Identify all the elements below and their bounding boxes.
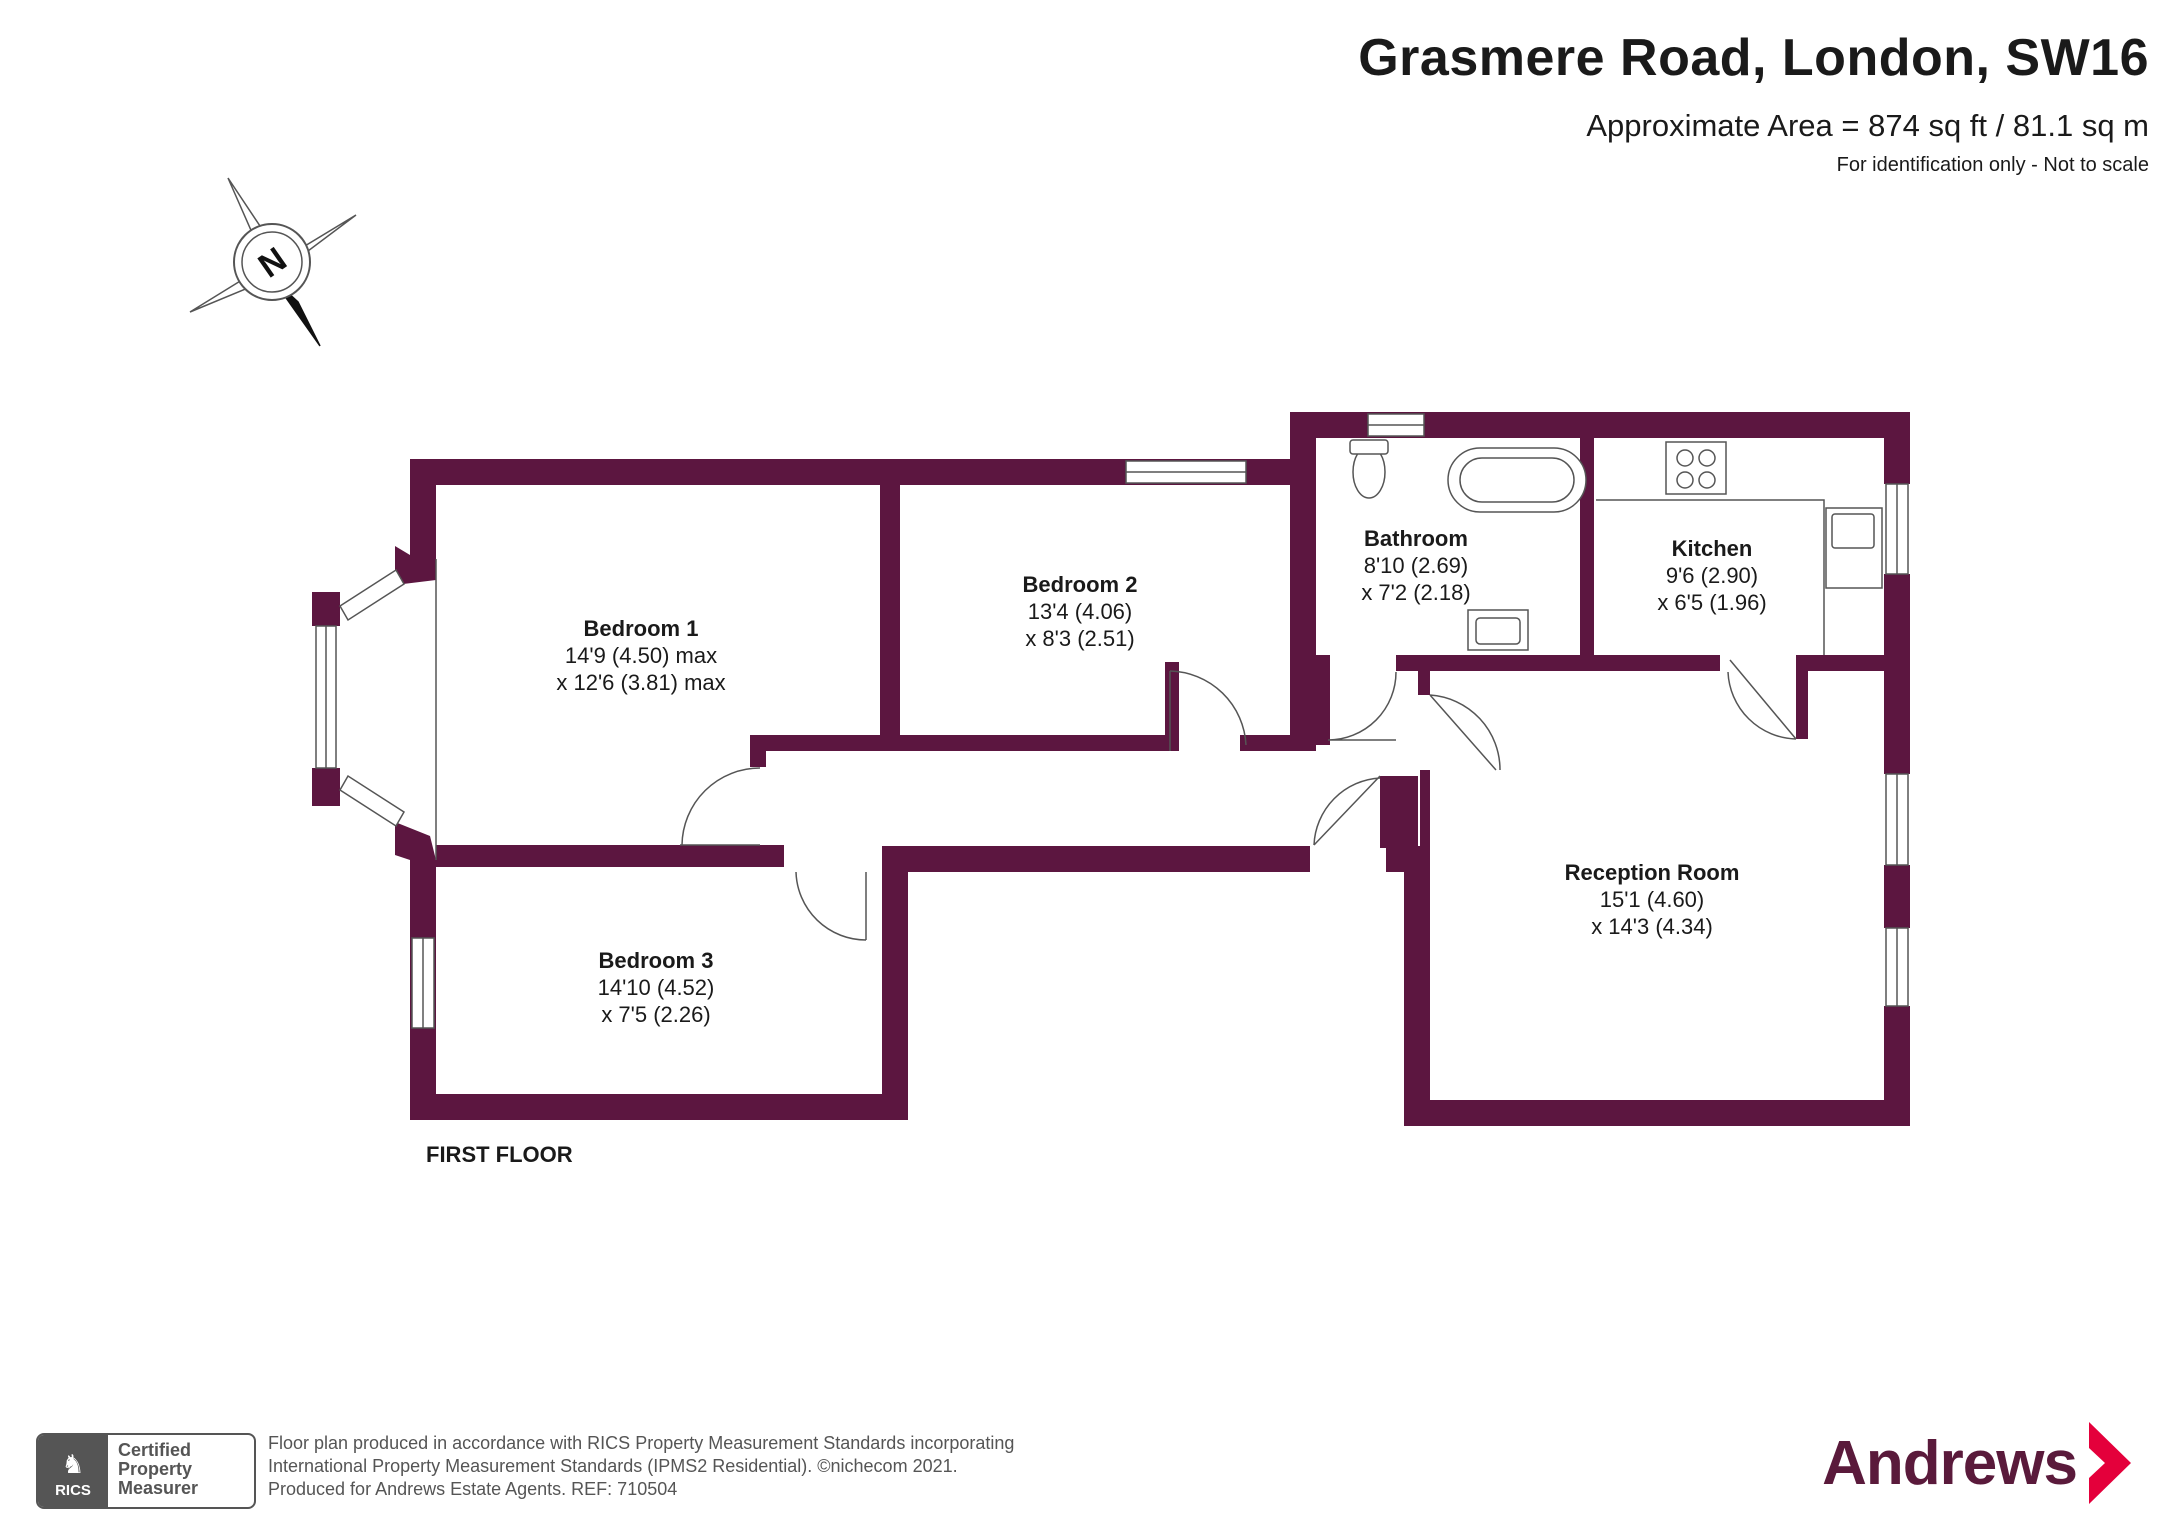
room-dimension: x 14'3 (4.34) — [1591, 914, 1713, 939]
footer-line: International Property Measurement Stand… — [268, 1456, 958, 1476]
room-name: Kitchen — [1672, 536, 1753, 561]
room-dimension: x 12'6 (3.81) max — [556, 670, 725, 695]
room-dimension: 9'6 (2.90) — [1666, 563, 1758, 588]
rics-logo: ♞ RICS — [38, 1435, 108, 1507]
rics-certified-badge: ♞ RICS Certified Property Measurer — [36, 1433, 256, 1509]
property-title: Grasmere Road, London, SW16 — [1358, 29, 2149, 87]
room-name: Bedroom 2 — [1023, 572, 1138, 597]
room-dimension: 14'10 (4.52) — [598, 975, 715, 1000]
room-dimension: x 7'5 (2.26) — [601, 1002, 710, 1027]
chevron-right-icon — [2089, 1422, 2131, 1504]
plan-header: Grasmere Road, London, SW16 Approximate … — [1358, 28, 2149, 177]
windows — [315, 413, 1909, 1029]
room-name: Reception Room — [1565, 860, 1740, 885]
room-dimension: x 6'5 (1.96) — [1657, 590, 1766, 615]
room-dimension: 13'4 (4.06) — [1028, 599, 1133, 624]
rics-badge-text: Certified Property Measurer — [108, 1435, 208, 1507]
floor-label: FIRST FLOOR — [426, 1142, 573, 1167]
rics-badge-line: Measurer — [118, 1478, 199, 1498]
room-bedroom1: Bedroom 1 14'9 (4.50) max x 12'6 (3.81) … — [556, 616, 725, 695]
room-dimension: x 8'3 (2.51) — [1025, 626, 1134, 651]
brand-name: Andrews — [1822, 1428, 2078, 1498]
footer-line: Floor plan produced in accordance with R… — [268, 1433, 1015, 1453]
room-dimension: 15'1 (4.60) — [1600, 887, 1705, 912]
hob-icon — [1665, 441, 1727, 495]
fixtures — [1349, 439, 1883, 655]
doors — [680, 659, 1797, 941]
room-name: Bedroom 1 — [584, 616, 699, 641]
brand-logo: Andrews — [1822, 1420, 2133, 1506]
room-bedroom2: Bedroom 2 13'4 (4.06) x 8'3 (2.51) — [1023, 572, 1138, 651]
room-bedroom3: Bedroom 3 14'10 (4.52) x 7'5 (2.26) — [598, 948, 715, 1027]
rics-badge-line: Property — [118, 1459, 193, 1479]
rics-logo-text: RICS — [55, 1482, 91, 1499]
room-dimension: x 7'2 (2.18) — [1361, 580, 1470, 605]
compass-icon: N — [189, 177, 357, 347]
rics-badge-line: Certified — [118, 1440, 192, 1460]
lion-icon: ♞ — [61, 1449, 85, 1479]
room-name: Bathroom — [1364, 526, 1468, 551]
walls — [312, 412, 1910, 1126]
room-reception: Reception Room 15'1 (4.60) x 14'3 (4.34) — [1565, 860, 1740, 939]
room-dimension: 8'10 (2.69) — [1364, 553, 1469, 578]
room-kitchen: Kitchen 9'6 (2.90) x 6'5 (1.96) — [1657, 536, 1766, 615]
room-bathroom: Bathroom 8'10 (2.69) x 7'2 (2.18) — [1361, 526, 1470, 605]
footer-line: Produced for Andrews Estate Agents. REF:… — [268, 1479, 678, 1499]
scale-note: For identification only - Not to scale — [1836, 154, 2149, 176]
footer-disclaimer: Floor plan produced in accordance with R… — [268, 1432, 1014, 1501]
approximate-area: Approximate Area = 874 sq ft / 81.1 sq m — [1586, 108, 2149, 143]
room-dimension: 14'9 (4.50) max — [565, 643, 717, 668]
room-name: Bedroom 3 — [599, 948, 714, 973]
